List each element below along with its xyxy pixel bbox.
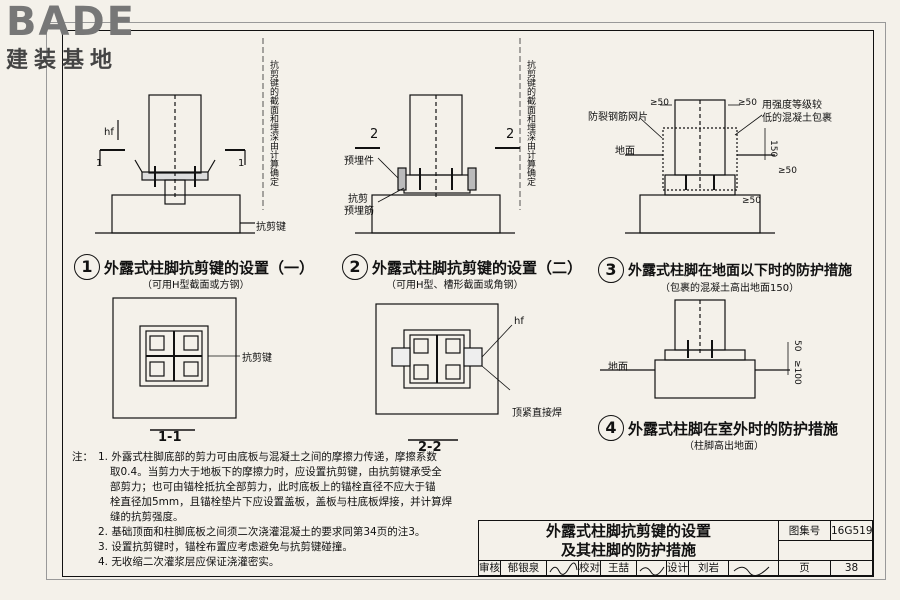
note-row: 注： 1. 外露式柱脚底部的剪力可由底板与混凝土之间的摩擦力传递，摩擦系数	[72, 450, 482, 465]
atlas-label: 图集号	[779, 521, 831, 541]
note-line: 栓直径加5mm，且锚栓垫片下应设置盖板，盖板与柱底板焊接，并计算焊	[110, 496, 453, 508]
sheet-border	[46, 22, 886, 580]
title-block: 外露式柱脚抗剪键的设置 及其柱脚的防护措施 图集号 16G519 审核 郁银泉 …	[478, 520, 873, 576]
checker-name: 王喆	[601, 561, 637, 576]
note-line: 取0.4。当剪力大于地板下的摩擦力时，应设置抗剪键，由抗剪键承受全	[110, 466, 442, 478]
designer-name: 刘岩	[689, 561, 729, 576]
note-line: 4. 无收缩二次灌浆层应保证浇灌密实。	[98, 556, 280, 568]
s2-weld-label: hf	[514, 316, 524, 327]
brand-sub-text: 建装基地	[6, 48, 119, 73]
d2-rebar-label-a: 抗剪	[348, 194, 368, 205]
d1-cut-left: 1	[96, 158, 103, 169]
d3-encase-label-b: 低的混凝土包裹	[762, 113, 832, 124]
atlas-number: 16G519	[831, 521, 873, 541]
d1-weld-label: hf	[104, 127, 114, 138]
d1-shear-key-label: 抗剪键	[256, 222, 286, 233]
detail-1-elevation	[95, 38, 264, 234]
brand-logo-text: BADE	[6, 0, 136, 45]
d3-mesh-label: 防裂钢筋网片	[588, 112, 648, 123]
s1-label: 1-1	[158, 430, 182, 445]
section-2-2-plan	[375, 303, 513, 441]
d1-cut-right: 1	[238, 158, 245, 169]
note-row: 部剪力；也可由锚栓抵抗全部剪力，此时底板上的锚栓直径不应大于锚	[72, 480, 482, 495]
note-line: 2. 基础顶面和柱脚底板之间须二次浇灌混凝土的要求同第34页的注3。	[98, 526, 426, 538]
note-line: 部剪力；也可由锚栓抵抗全部剪力，此时底板上的锚栓直径不应大于锚	[110, 481, 436, 493]
detail-3-number: 3	[598, 257, 624, 283]
detail-2-elevation	[355, 38, 521, 234]
note-line: 1. 外露式柱脚底部的剪力可由底板与混凝土之间的摩擦力传递，摩擦系数	[98, 451, 437, 463]
d3-dim-50a: ≥50	[650, 98, 669, 108]
note-row: 4. 无收缩二次灌浆层应保证浇灌密实。	[72, 555, 482, 570]
d3-dim-50b: ≥50	[738, 98, 757, 108]
title-block-blank	[779, 541, 873, 561]
d2-cut-right: 2	[506, 127, 515, 142]
d4-dim-100: ≥100	[792, 360, 802, 385]
detail-3-subtitle: （包裹的混凝土高出地面150）	[660, 283, 800, 294]
d2-cut-left: 2	[370, 127, 379, 142]
detail-4-title: 外露式柱脚在室外时的防护措施	[628, 420, 839, 438]
d3-dim-50d: ≥50	[742, 196, 761, 206]
note-line: 3. 设置抗剪键时，锚栓布置应考虑避免与抗剪键碰撞。	[98, 541, 353, 553]
d4-dim-50: 50	[792, 340, 802, 352]
title-line-2: 及其柱脚的防护措施	[560, 541, 696, 559]
detail-4-number: 4	[598, 415, 624, 441]
s2-label: 2-2	[418, 440, 442, 455]
designer-signature-mark	[733, 566, 770, 576]
designer-signature	[729, 561, 779, 576]
page-label: 页	[779, 561, 831, 576]
notes-block: 注： 1. 外露式柱脚底部的剪力可由底板与混凝土之间的摩擦力传递，摩擦系数 取0.…	[72, 450, 482, 570]
d1-vertical-note: 抗剪键的截面和埋深由计算确定	[268, 60, 278, 186]
page-number: 38	[831, 561, 873, 576]
d3-dim-50c: ≥50	[778, 166, 797, 176]
detail-3-title: 外露式柱脚在地面以下时的防护措施	[628, 263, 852, 279]
section-1-1-plan	[112, 297, 240, 431]
detail-4-subtitle: （柱脚高出地面）	[684, 441, 764, 452]
detail-1-title: 外露式柱脚抗剪键的设置（一）	[104, 259, 315, 277]
checker-signature-mark	[639, 566, 665, 576]
d3-dim-150: 150	[768, 140, 778, 158]
s2-callout: 顶紧直接焊	[512, 408, 562, 419]
note-line: 缝的抗剪强度。	[110, 511, 184, 523]
detail-2-number: 2	[342, 254, 368, 280]
design-label: 设计	[667, 561, 689, 576]
note-row: 取0.4。当剪力大于地板下的摩擦力时，应设置抗剪键，由抗剪键承受全	[72, 465, 482, 480]
notes-lead: 注：	[72, 451, 93, 463]
checker-signature	[637, 561, 667, 576]
detail-1-number: 1	[74, 254, 100, 280]
brand-logo: BADE 建装基地	[6, 2, 136, 74]
review-label: 审核	[479, 561, 501, 576]
detail-3-elevation	[625, 99, 775, 234]
detail-2-subtitle: （可用H型、槽形截面或角钢）	[386, 280, 524, 291]
d2-vertical-note: 抗剪键的截面和埋深由计算确定	[525, 60, 535, 186]
d2-rebar-label-b: 预埋筋	[344, 206, 374, 217]
d3-encase-label-a: 用强度等级较	[762, 100, 822, 111]
detail-1-subtitle: （可用H型截面或方钢）	[142, 280, 250, 291]
drawing-frame	[62, 30, 874, 577]
d4-ground-label: 地面	[608, 362, 628, 373]
detail-4-elevation	[600, 299, 790, 399]
detail-2-title: 外露式柱脚抗剪键的设置（二）	[372, 259, 583, 277]
reviewer-name: 郁银泉	[501, 561, 547, 576]
s1-callout: 抗剪键	[242, 353, 272, 364]
title-line-1: 外露式柱脚抗剪键的设置	[545, 522, 711, 540]
note-row: 缝的抗剪强度。	[72, 510, 482, 525]
d2-embed-label: 预埋件	[344, 156, 374, 167]
title-block-title: 外露式柱脚抗剪键的设置 及其柱脚的防护措施	[479, 521, 779, 561]
note-row: 2. 基础顶面和柱脚底板之间须二次浇灌混凝土的要求同第34页的注3。	[72, 525, 482, 540]
check-label: 校对	[579, 561, 601, 576]
reviewer-signature-mark	[549, 562, 578, 575]
note-row: 栓直径加5mm，且锚栓垫片下应设置盖板，盖板与柱底板焊接，并计算焊	[72, 495, 482, 510]
note-row: 3. 设置抗剪键时，锚栓布置应考虑避免与抗剪键碰撞。	[72, 540, 482, 555]
d3-ground-label: 地面	[615, 146, 635, 157]
reviewer-signature	[547, 561, 579, 576]
